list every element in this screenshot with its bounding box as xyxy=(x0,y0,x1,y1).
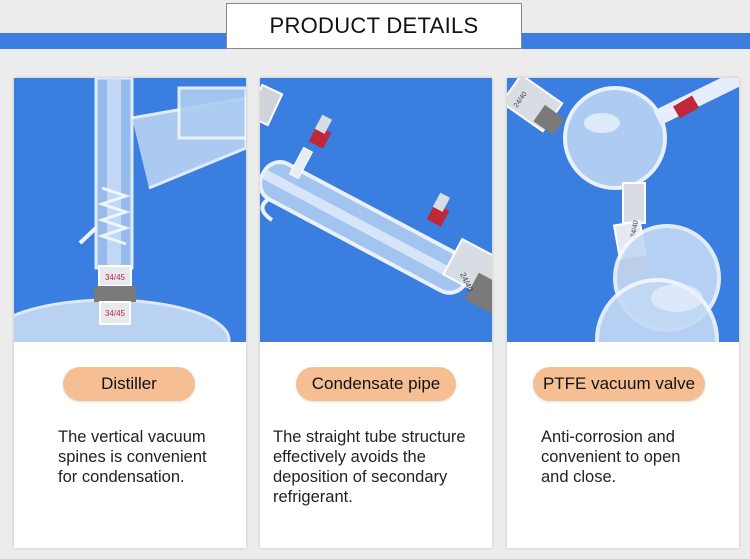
card-description: Anti-corrosion and convenient to open an… xyxy=(541,427,680,487)
description-line: and close. xyxy=(541,468,617,486)
product-card-condensate-pipe: 24/40 Condensate pipe The straight tube … xyxy=(260,78,492,548)
description-line: refrigerant. xyxy=(273,488,353,506)
description-line: deposition of secondary xyxy=(273,468,448,486)
card-description: The straight tube structure effectively … xyxy=(273,427,466,507)
product-card-distiller: 34/45 34/45 Distiller The vertical vacuu… xyxy=(14,78,246,548)
description-line: The vertical vacuum xyxy=(58,428,206,446)
glass-distiller-photo: 34/45 34/45 xyxy=(14,78,246,342)
ptfe-valve-flask-photo: 24/40 24/40 xyxy=(507,78,739,342)
card-description: The vertical vacuum spines is convenient… xyxy=(58,427,207,487)
joint-label-upper: 34/45 xyxy=(105,273,126,282)
product-card-ptfe-valve: 24/40 24/40 PTFE vacuum valve Anti-corro… xyxy=(507,78,739,548)
description-line: effectively avoids the xyxy=(273,448,426,466)
condensate-pipe-photo: 24/40 xyxy=(260,78,492,342)
card-label-pill: Condensate pipe xyxy=(296,367,456,401)
joint-label-lower: 24/40 xyxy=(630,220,640,239)
description-line: Anti-corrosion and xyxy=(541,428,675,446)
page-title: PRODUCT DETAILS xyxy=(226,3,522,49)
joint-label-lower: 34/45 xyxy=(105,309,126,318)
card-label-pill: PTFE vacuum valve xyxy=(533,367,705,401)
card-label-pill: Distiller xyxy=(63,367,195,401)
description-line: convenient to open xyxy=(541,448,681,466)
description-line: for condensation. xyxy=(58,468,185,486)
description-line: The straight tube structure xyxy=(273,428,466,446)
description-line: spines is convenient xyxy=(58,448,207,466)
